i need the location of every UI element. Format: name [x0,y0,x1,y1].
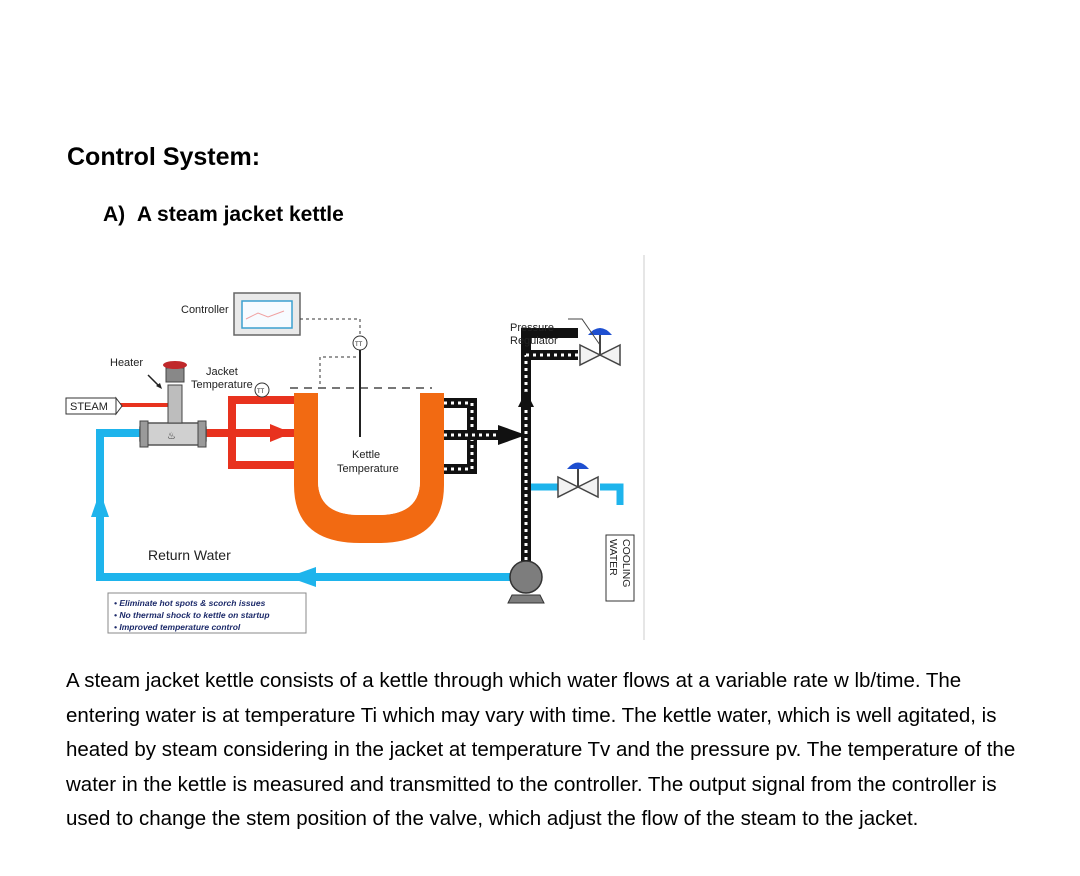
pressure-regulator-valve-icon [568,318,621,367]
pressure-regulator-label: Pressure [510,322,554,334]
kettle-temperature-label: Temperature [337,463,399,475]
return-water-line [91,429,624,587]
controller-label: Controller [181,304,229,316]
controller-icon [233,292,301,336]
steam-line [117,396,300,469]
svg-text:♨: ♨ [167,431,176,442]
return-water-label: Return Water [148,547,231,563]
benefit-item: • No thermal shock to kettle on startup [114,610,270,620]
kettle-temperature-sensor-icon: TT [352,335,368,437]
benefit-item: • Improved temperature control [114,622,241,632]
outlet-piping [444,328,578,570]
tt-label: TT [257,389,265,395]
signal-lines [300,318,361,385]
cooling-water-valve-icon [557,462,599,499]
description-paragraph: A steam jacket kettle consists of a kett… [66,669,1016,830]
jacket-temperature-sensor-icon: TT [254,382,270,398]
heater-icon: ♨ [139,361,207,448]
kettle-temperature-label: Kettle [352,449,380,461]
page-heading: Control System: [67,143,261,171]
pump-icon [507,560,545,604]
tt-label: TT [355,342,363,348]
benefits-note-box: • Eliminate hot spots & scorch issues • … [107,592,307,634]
benefit-item: • Eliminate hot spots & scorch issues [114,598,266,608]
heater-label: Heater [110,357,143,369]
pressure-regulator-label: Regulator [510,335,558,347]
steam-jacket-kettle-diagram: ♨ TT TT [60,255,660,645]
section-subheading: A) A steam jacket kettle [103,203,344,226]
svg-text:WATER: WATER [607,539,619,576]
svg-text:COOLING: COOLING [620,539,632,587]
cooling-water-label: COOLING WATER [605,534,635,602]
steam-label: STEAM [70,401,108,413]
jacket-temperature-label: Jacket [206,366,238,378]
jacket-temperature-label: Temperature [191,379,253,391]
